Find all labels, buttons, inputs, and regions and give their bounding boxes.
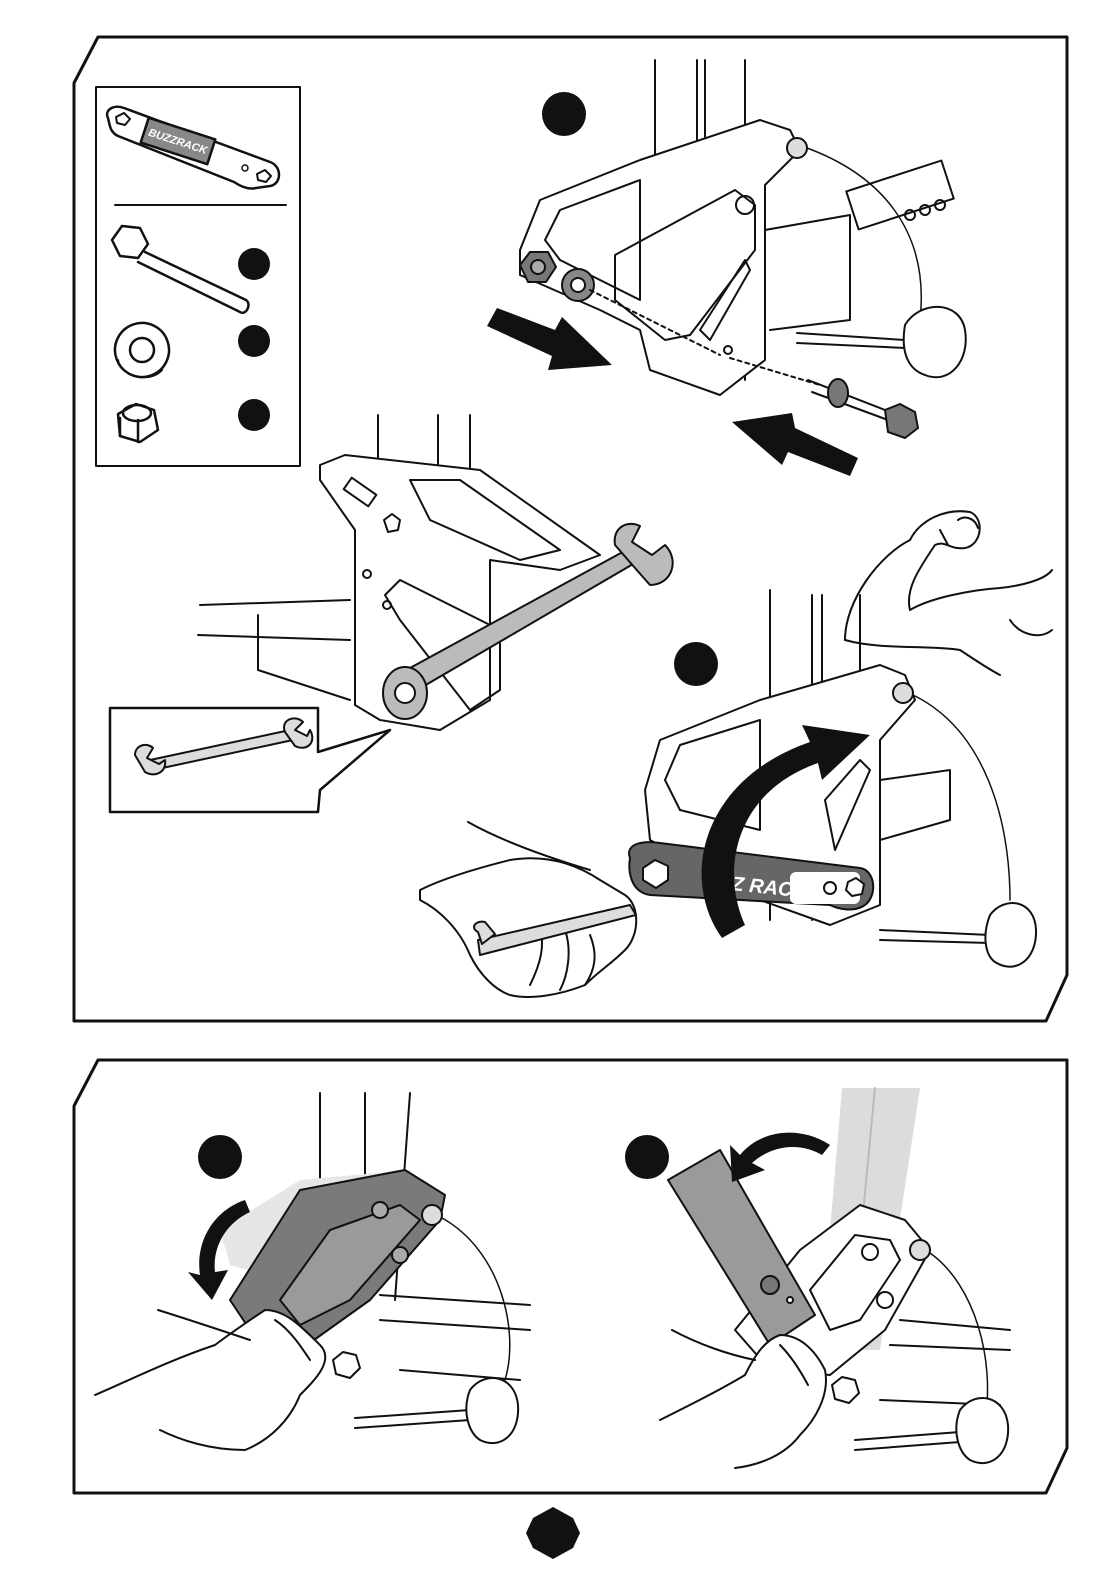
nut-icon xyxy=(832,1377,859,1403)
nut-icon xyxy=(118,404,158,442)
spanner-callout xyxy=(110,708,390,812)
step-marker-fold-down xyxy=(198,1135,242,1179)
arrow-icon xyxy=(732,413,858,476)
hand-icon xyxy=(420,822,636,997)
rack-tool-icon: BUZZRACK xyxy=(107,107,279,189)
fold-down-illustration xyxy=(95,1093,530,1450)
arrow-icon xyxy=(487,308,612,370)
knob-icon xyxy=(855,1398,1008,1463)
rack-tool-illustration: IZZ RACK xyxy=(420,511,1052,997)
bolt-icon xyxy=(112,226,248,313)
arrow-icon xyxy=(730,1133,830,1182)
page-number-badge xyxy=(526,1507,580,1559)
washer-icon xyxy=(562,269,594,301)
step-marker-fold-up xyxy=(625,1135,669,1179)
fold-up-illustration xyxy=(660,1088,1010,1468)
top-panel: BUZZRACK xyxy=(74,37,1067,1021)
arm-icon xyxy=(845,511,1052,675)
nut-icon xyxy=(333,1352,360,1378)
hand-icon xyxy=(660,1330,826,1468)
step-marker-tighten xyxy=(674,642,718,686)
knob-icon xyxy=(880,903,1036,967)
spanner-illustration xyxy=(110,415,673,812)
washer-icon xyxy=(106,314,178,386)
bottom-panel xyxy=(74,1060,1067,1493)
step-marker-assembly xyxy=(542,92,586,136)
part-marker-3 xyxy=(238,399,270,431)
part-marker-1 xyxy=(238,248,270,280)
hand-icon xyxy=(95,1310,325,1450)
parts-box: BUZZRACK xyxy=(96,87,300,466)
knob-icon xyxy=(355,1378,518,1443)
bolt-icon xyxy=(808,379,918,438)
part-marker-2 xyxy=(238,325,270,357)
knob-icon xyxy=(797,307,966,377)
